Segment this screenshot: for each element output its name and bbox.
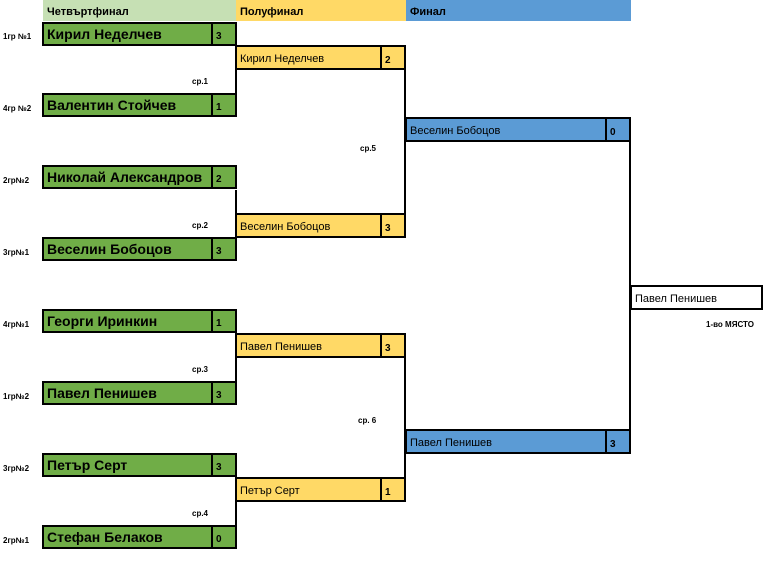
- player-score: 3: [211, 383, 235, 403]
- quarterfinal-slot: Павел Пенишев 3: [42, 381, 237, 405]
- match-label: ср.2: [192, 221, 209, 230]
- player-name: Кирил Неделчев: [47, 26, 162, 42]
- player-name: Валентин Стойчев: [47, 97, 177, 113]
- seed-label: 2гр№2: [3, 176, 30, 185]
- player-name: Веселин Бобоцов: [47, 241, 172, 257]
- player-score: 2: [211, 167, 235, 187]
- match-label: ср.3: [192, 365, 209, 374]
- match-label: ср.4: [192, 509, 209, 518]
- player-score: 0: [211, 527, 235, 547]
- semifinal-slot: Петър Серт 1: [235, 477, 406, 502]
- player-name: Георги Иринкин: [47, 313, 158, 329]
- semifinal-slot: Павел Пенишев 3: [235, 333, 406, 358]
- seed-label: 2гр№1: [3, 536, 30, 545]
- player-name: Петър Серт: [240, 485, 300, 497]
- player-name: Петър Серт: [47, 457, 128, 473]
- player-name: Павел Пенишев: [47, 385, 157, 401]
- match-label: ср.1: [192, 77, 209, 86]
- player-score: 3: [211, 24, 235, 44]
- player-score: 0: [605, 119, 629, 140]
- match-label: ср.5: [360, 144, 377, 153]
- player-name: Веселин Бобоцов: [410, 125, 501, 137]
- seed-label: 1гр №1: [3, 32, 32, 41]
- quarterfinal-slot: Кирил Неделчев 3: [42, 22, 237, 46]
- player-name: Стефан Белаков: [47, 529, 163, 545]
- match-label: ср. 6: [358, 416, 377, 425]
- quarterfinal-slot: Стефан Белаков 0: [42, 525, 237, 549]
- quarterfinal-slot: Николай Александров 2: [42, 165, 237, 189]
- player-score: 3: [380, 335, 404, 356]
- seed-label: 1гр№2: [3, 392, 30, 401]
- connector-line: [235, 478, 237, 549]
- header-quarterfinal: Четвъртфинал: [43, 0, 236, 21]
- winner-slot: Павел Пенишев: [630, 285, 763, 310]
- player-name: Веселин Бобоцов: [240, 221, 331, 233]
- semifinal-slot: Веселин Бобоцов 3: [235, 213, 406, 238]
- player-score: 3: [211, 455, 235, 475]
- quarterfinal-slot: Валентин Стойчев 1: [42, 93, 237, 117]
- connector-line: [235, 334, 237, 405]
- winner-name: Павел Пенишев: [635, 293, 718, 305]
- seed-label: 4гр№1: [3, 320, 30, 329]
- header-final: Финал: [406, 0, 631, 21]
- connector-line: [404, 334, 406, 500]
- player-score: 1: [211, 311, 235, 331]
- semifinal-slot: Кирил Неделчев 2: [235, 45, 406, 70]
- final-slot: Веселин Бобоцов 0: [405, 117, 631, 142]
- seed-label: 3гр№2: [3, 464, 30, 473]
- player-score: 1: [380, 479, 404, 500]
- quarterfinal-slot: Георги Иринкин 1: [42, 309, 237, 333]
- player-name: Павел Пенишев: [410, 437, 493, 449]
- player-score: 1: [211, 95, 235, 115]
- first-place-label: 1-во МЯСТО: [706, 320, 754, 329]
- player-score: 3: [380, 215, 404, 236]
- seed-label: 3гр№1: [3, 248, 30, 257]
- quarterfinal-slot: Веселин Бобоцов 3: [42, 237, 237, 261]
- seed-label: 4гр №2: [3, 104, 32, 113]
- player-score: 3: [605, 431, 629, 452]
- final-slot: Павел Пенишев 3: [405, 429, 631, 454]
- player-name: Павел Пенишев: [240, 341, 323, 353]
- player-score: 2: [380, 47, 404, 68]
- player-score: 3: [211, 239, 235, 259]
- connector-line: [235, 46, 237, 115]
- header-semifinal: Полуфинал: [236, 0, 406, 21]
- player-name: Николай Александров: [47, 169, 203, 185]
- quarterfinal-slot: Петър Серт 3: [42, 453, 237, 477]
- player-name: Кирил Неделчев: [240, 53, 325, 65]
